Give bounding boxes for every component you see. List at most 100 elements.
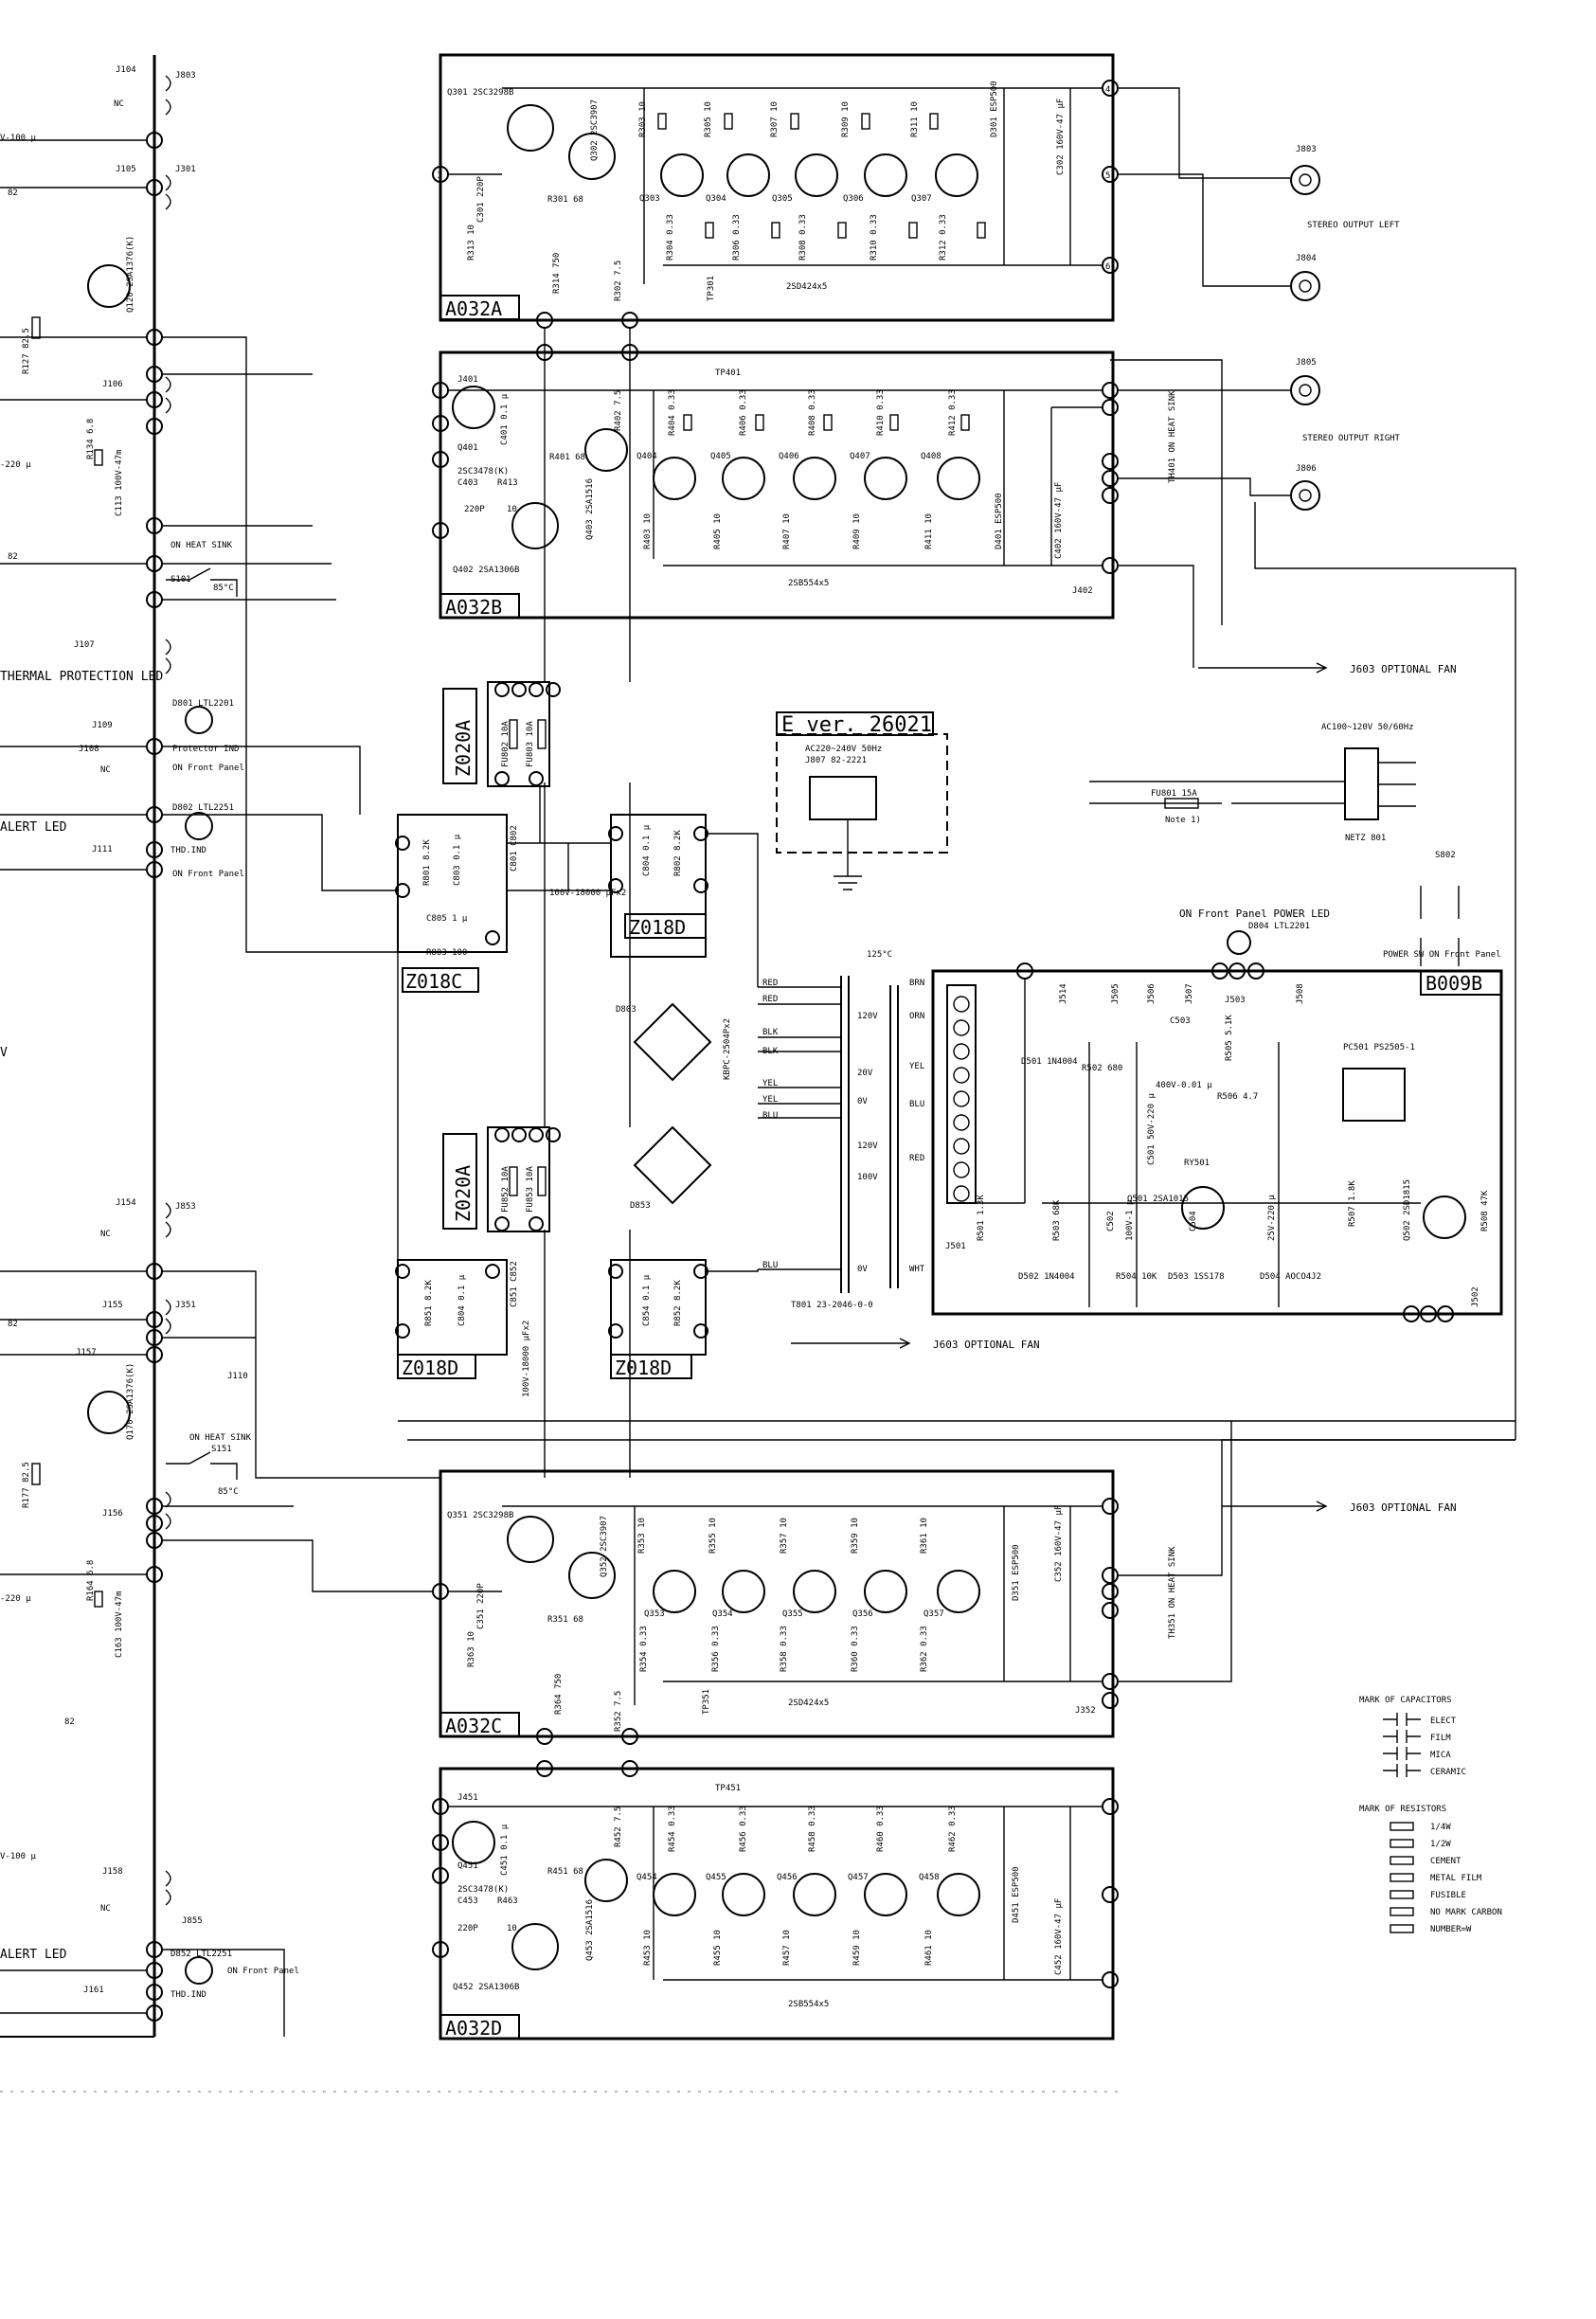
- q303-transistor-icon: [660, 153, 704, 197]
- label-nc-4: NC: [100, 1904, 111, 1914]
- svg-text:C352 160V-47 μF: C352 160V-47 μF: [1054, 1505, 1064, 1582]
- svg-text:C302 160V-47 μF: C302 160V-47 μF: [1056, 99, 1066, 175]
- label-j855: J855: [182, 1916, 203, 1926]
- svg-text:R357 10: R357 10: [780, 1518, 789, 1554]
- svg-text:Q351 2SC3298B: Q351 2SC3298B: [447, 1511, 513, 1520]
- svg-text:100V-1 μ: 100V-1 μ: [1125, 1199, 1135, 1241]
- svg-text:J508: J508: [1296, 983, 1305, 1004]
- svg-text:125°C: 125°C: [867, 950, 892, 960]
- amp-block-a032c: A032C Q351 2SC3298B Q352 2SC3907 R353 10…: [432, 1469, 1177, 1745]
- svg-text:BLU: BLU: [762, 1261, 778, 1270]
- svg-text:T801 23-2046-0-0: T801 23-2046-0-0: [791, 1301, 873, 1310]
- svg-text:MICA: MICA: [1430, 1751, 1451, 1760]
- q405-transistor-icon: [722, 457, 765, 500]
- svg-text:Q306: Q306: [843, 194, 864, 204]
- svg-text:R301 68: R301 68: [547, 195, 583, 205]
- fuse-fu801-icon: [1164, 798, 1199, 809]
- label-c113: C113 100V-47m: [115, 450, 124, 516]
- svg-text:R852 8.2K: R852 8.2K: [673, 1280, 683, 1326]
- svg-text:TH401 ON HEAT SINK: TH401 ON HEAT SINK: [1168, 390, 1177, 483]
- q406-transistor-icon: [793, 457, 836, 500]
- svg-text:FU852 10A: FU852 10A: [501, 1166, 511, 1213]
- svg-text:R307 10: R307 10: [770, 101, 780, 137]
- svg-text:AC100~120V 50/60Hz: AC100~120V 50/60Hz: [1321, 723, 1414, 732]
- filter-block-z018d-mid: Z018D R851 8.2K C804 0.1 μ: [395, 1259, 508, 1379]
- svg-text:C503: C503: [1170, 1016, 1191, 1026]
- svg-text:J805: J805: [1296, 358, 1317, 368]
- svg-text:R351 68: R351 68: [547, 1615, 583, 1625]
- svg-text:R407 10: R407 10: [782, 513, 792, 549]
- svg-text:R310 0.33: R310 0.33: [870, 214, 879, 261]
- svg-text:R411 10: R411 10: [924, 513, 934, 549]
- svg-text:R358 0.33: R358 0.33: [780, 1626, 789, 1672]
- svg-text:5: 5: [1105, 171, 1110, 181]
- svg-text:J501: J501: [945, 1242, 966, 1251]
- svg-text:FUSIBLE: FUSIBLE: [1430, 1891, 1466, 1900]
- svg-text:POWER SW ON Front Panel: POWER SW ON Front Panel: [1383, 950, 1501, 960]
- svg-text:R352 7.5: R352 7.5: [614, 1691, 623, 1732]
- svg-text:R851 8.2K: R851 8.2K: [424, 1280, 434, 1326]
- svg-text:J506: J506: [1147, 983, 1157, 1004]
- svg-text:FILM: FILM: [1430, 1734, 1451, 1743]
- svg-text:Q454: Q454: [637, 1873, 657, 1882]
- svg-text:J507: J507: [1185, 983, 1194, 1004]
- label-j108: J108: [79, 745, 99, 754]
- svg-text:J803: J803: [1296, 145, 1317, 154]
- svg-text:2SC3478(K): 2SC3478(K): [457, 1885, 509, 1895]
- svg-text:R402 7.5: R402 7.5: [614, 390, 623, 431]
- svg-text:1: 1: [437, 171, 441, 181]
- plug-netz801-icon: [1344, 747, 1379, 820]
- bridge-d803-icon: [633, 1002, 712, 1082]
- svg-text:STEREO OUTPUT LEFT: STEREO OUTPUT LEFT: [1307, 221, 1400, 230]
- label-q120: Q120 2SA1376(K): [126, 236, 135, 313]
- svg-text:D853: D853: [630, 1201, 651, 1211]
- svg-text:Q408: Q408: [921, 452, 941, 461]
- q401-transistor-icon: [452, 386, 495, 429]
- svg-text:R408 0.33: R408 0.33: [808, 389, 817, 436]
- svg-text:ON Front Panel POWER LED: ON Front Panel POWER LED: [1179, 908, 1330, 920]
- svg-text:20V: 20V: [857, 1069, 873, 1078]
- svg-text:Q402 2SA1306B: Q402 2SA1306B: [453, 566, 519, 575]
- fan-label-3: J603 OPTIONAL FAN: [1350, 1501, 1457, 1514]
- svg-text:R303 10: R303 10: [638, 101, 648, 137]
- svg-text:PC501 PS2505-1: PC501 PS2505-1: [1343, 1043, 1415, 1052]
- d852-led-icon: [185, 1956, 213, 1985]
- a032a-name: A032A: [445, 297, 502, 320]
- svg-text:B009B: B009B: [1426, 972, 1482, 995]
- fan-label-1: J603 OPTIONAL FAN: [1350, 663, 1457, 675]
- svg-text:BLU: BLU: [762, 1111, 778, 1121]
- q305-transistor-icon: [795, 153, 838, 197]
- output-jack-j804-icon: [1290, 271, 1320, 301]
- output-jack-j806-icon: [1290, 480, 1320, 511]
- svg-text:R462 0.33: R462 0.33: [948, 1806, 958, 1852]
- svg-text:220P: 220P: [457, 1924, 478, 1933]
- fan-labels: J603 OPTIONAL FAN J603 OPTIONAL FAN J603…: [791, 662, 1457, 1514]
- label-j351: J351: [175, 1301, 196, 1310]
- svg-text:Q453 2SA1516: Q453 2SA1516: [585, 1899, 595, 1961]
- svg-text:BRN: BRN: [909, 979, 924, 988]
- svg-text:Q355: Q355: [782, 1609, 803, 1619]
- svg-text:R364 750: R364 750: [554, 1674, 564, 1715]
- svg-text:Q357: Q357: [924, 1609, 944, 1619]
- a032c-name: A032C: [445, 1715, 502, 1737]
- svg-text:2SB554x5: 2SB554x5: [788, 579, 829, 588]
- svg-text:C451 0.1 μ: C451 0.1 μ: [500, 1824, 510, 1876]
- svg-text:220P: 220P: [464, 505, 485, 514]
- q307-transistor-icon: [935, 153, 978, 197]
- svg-text:FU853 10A: FU853 10A: [526, 1166, 535, 1213]
- svg-text:Q352 2SC3907: Q352 2SC3907: [600, 1516, 609, 1577]
- q457-transistor-icon: [864, 1873, 907, 1916]
- filter-block-z018d-bottom: Z018D C854 0.1 μ R852 8.2K: [608, 1259, 708, 1379]
- svg-text:R353 10: R353 10: [637, 1518, 647, 1554]
- label-front-panel-1: ON Front Panel: [172, 764, 244, 773]
- svg-text:R451 68: R451 68: [547, 1867, 583, 1877]
- label-j104: J104: [116, 65, 136, 75]
- svg-text:C805 1 μ: C805 1 μ: [426, 914, 468, 924]
- svg-text:C804 0.1 μ: C804 0.1 μ: [457, 1274, 467, 1326]
- fan-label-2: J603 OPTIONAL FAN: [933, 1339, 1040, 1351]
- q304-transistor-icon: [726, 153, 770, 197]
- svg-text:D501 1N4004: D501 1N4004: [1021, 1057, 1078, 1067]
- svg-text:C803 0.1 μ: C803 0.1 μ: [453, 834, 462, 886]
- svg-text:100V-18000 μFx2: 100V-18000 μFx2: [522, 1321, 531, 1397]
